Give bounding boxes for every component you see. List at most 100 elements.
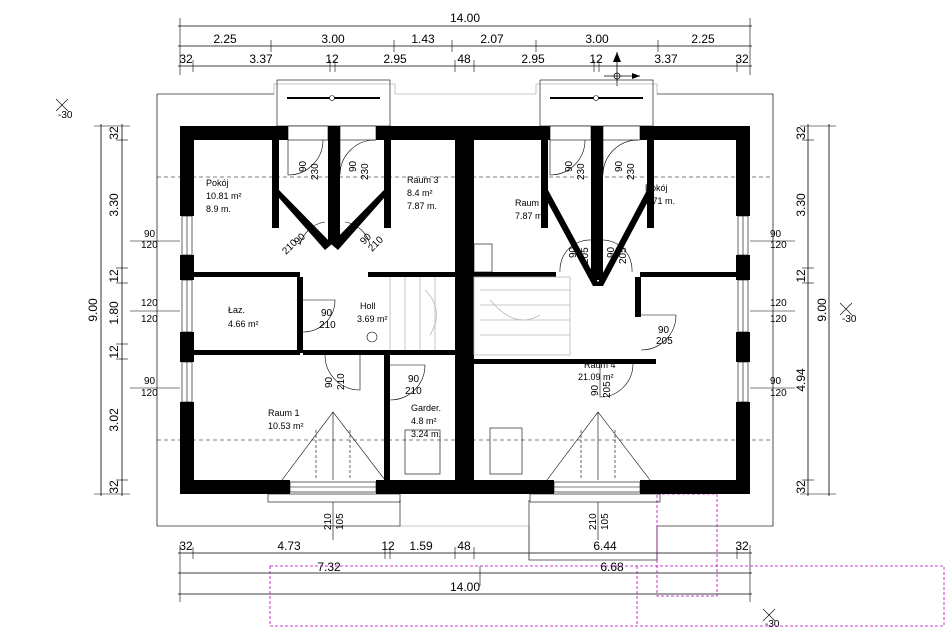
- room-raum3-name: Raum 3: [407, 175, 439, 185]
- dim-left-4: 12: [107, 345, 121, 359]
- dim-left-3: 1.80: [107, 301, 121, 325]
- walls: [180, 126, 750, 494]
- win-right-2-h: 120: [770, 314, 787, 325]
- win-right-2-w: 120: [770, 298, 787, 309]
- windows: [181, 125, 749, 503]
- door-3-w: 90: [564, 160, 575, 172]
- door-7-h: 205: [580, 247, 591, 264]
- door-2-w: 90: [348, 160, 359, 172]
- dormer-left: [276, 79, 391, 127]
- furniture: [366, 331, 523, 475]
- door-11-h: 210: [405, 386, 422, 397]
- dim-bottom-2-1: 6.68: [600, 560, 624, 574]
- door-3-h: 230: [576, 163, 587, 180]
- dim-right-3: 4.94: [794, 368, 808, 392]
- room-pokoj-right-name: Pokój: [645, 183, 668, 193]
- dim-left-5: 3.02: [107, 408, 121, 432]
- room-pokoj-left-perim: 8.9 m.: [206, 204, 231, 214]
- entrance-left-h: 210: [323, 513, 334, 530]
- dim-right-2: 12: [794, 269, 808, 283]
- room-raum2-area: 7.87 m.: [515, 211, 545, 221]
- room-pokoj-left-area: 10.81 m²: [206, 191, 242, 201]
- dim-right-outer: 9.00: [815, 298, 829, 322]
- dim-top-1-5: 2.25: [691, 32, 715, 46]
- top-dimensions: 14.00 2.25 3.00 1.43 2.07 3.00 2.25 32 3…: [178, 11, 752, 75]
- room-garder-area: 4.8 m²: [411, 416, 437, 426]
- entrance-canopy-left: [281, 411, 386, 540]
- dim-right-4: 32: [794, 480, 808, 494]
- door-1-h: 230: [310, 163, 321, 180]
- dim-top-1-4: 3.00: [585, 32, 609, 46]
- dim-top-2-4: 48: [457, 52, 471, 66]
- room-labels: Pokój 10.81 m² 8.9 m. Raum 3 8.4 m² 7.87…: [206, 175, 675, 439]
- door-13-h: 205: [602, 381, 613, 398]
- win-left-3-h: 120: [141, 388, 158, 399]
- level-mark-left: -30: [58, 110, 73, 121]
- entrance-left-w: 105: [335, 513, 346, 530]
- dim-right-1: 3.30: [794, 193, 808, 217]
- room-raum2-name: Raum 2: [515, 198, 547, 208]
- door-13-w: 90: [590, 384, 601, 396]
- bottom-dimensions: 32 4.73 12 1.59 48 6.44 32 7.32 6.68 14.…: [178, 539, 752, 602]
- door-8-h: 205: [618, 247, 629, 264]
- dim-top-total: 14.00: [450, 11, 480, 25]
- room-raum4-area: 21.09 m²: [578, 372, 614, 382]
- dim-bottom-1-4: 48: [457, 539, 471, 553]
- door-8-w: 90: [606, 246, 617, 258]
- dim-top-2-2: 12: [325, 52, 339, 66]
- level-mark-bottom: -30: [765, 619, 780, 630]
- left-dimensions: 9.00 32 3.30 12 1.80 12 3.02 32: [86, 124, 130, 496]
- dim-top-1-3: 2.07: [480, 32, 504, 46]
- entrance-right-w: 105: [600, 513, 611, 530]
- door-10-w: 90: [324, 376, 335, 388]
- dim-bottom-1-6: 32: [735, 539, 749, 553]
- north-arrow-icon: [604, 52, 640, 86]
- door-9-h: 210: [319, 320, 336, 331]
- room-garder-perim: 3.24 m.: [411, 429, 441, 439]
- win-left-3-w: 90: [144, 376, 156, 387]
- dim-top-1-0: 2.25: [213, 32, 237, 46]
- win-left-2-h: 120: [141, 314, 158, 325]
- entrance-right-h: 210: [588, 513, 599, 530]
- dim-right-0: 32: [794, 126, 808, 140]
- room-pokoj-left-name: Pokój: [206, 178, 229, 188]
- dim-top-2-0: 32: [179, 52, 193, 66]
- dim-top-2-1: 3.37: [249, 52, 273, 66]
- dim-left-outer: 9.00: [86, 298, 100, 322]
- dim-top-2-3: 2.95: [383, 52, 407, 66]
- win-left-2-w: 120: [141, 298, 158, 309]
- room-raum1-area: 10.53 m²: [268, 421, 304, 431]
- door-4-h: 230: [626, 163, 637, 180]
- dim-bottom-1-0: 32: [179, 539, 193, 553]
- room-raum3-perim: 7.87 m.: [407, 201, 437, 211]
- level-markers: -30 -30 -30: [55, 98, 857, 630]
- win-right-1-h: 120: [770, 240, 787, 251]
- door-2-h: 230: [360, 163, 371, 180]
- dormer-right: [539, 79, 654, 127]
- room-lazienka-area: 4.66 m²: [228, 319, 259, 329]
- win-left-1-h: 120: [141, 240, 158, 251]
- staircase: [389, 276, 571, 356]
- door-10-h: 210: [336, 373, 347, 390]
- door-11-w: 90: [408, 374, 420, 385]
- dim-top-2-7: 3.37: [654, 52, 678, 66]
- door-swings: [287, 139, 677, 401]
- win-left-1-w: 90: [144, 229, 156, 240]
- room-garder-name: Garder.: [411, 403, 441, 413]
- door-12-h: 205: [656, 336, 673, 347]
- room-pokoj-right-area: 8.71 m.: [645, 196, 675, 206]
- dim-left-1: 3.30: [107, 193, 121, 217]
- room-holl-area: 3.69 m²: [357, 314, 388, 324]
- dim-bottom-1-2: 12: [381, 539, 395, 553]
- entrance-labels: 210 105 210 105: [323, 513, 611, 530]
- dim-bottom-total: 14.00: [450, 580, 480, 594]
- dim-top-1-2: 1.43: [411, 32, 435, 46]
- level-mark-right: -30: [842, 314, 857, 325]
- dim-bottom-1-5: 6.44: [593, 539, 617, 553]
- chimney: [473, 243, 493, 273]
- dim-bottom-2-0: 7.32: [317, 560, 341, 574]
- dim-bottom-1-1: 4.73: [277, 539, 301, 553]
- win-right-1-w: 90: [770, 229, 782, 240]
- door-4-w: 90: [614, 160, 625, 172]
- door-1-w: 90: [298, 160, 309, 172]
